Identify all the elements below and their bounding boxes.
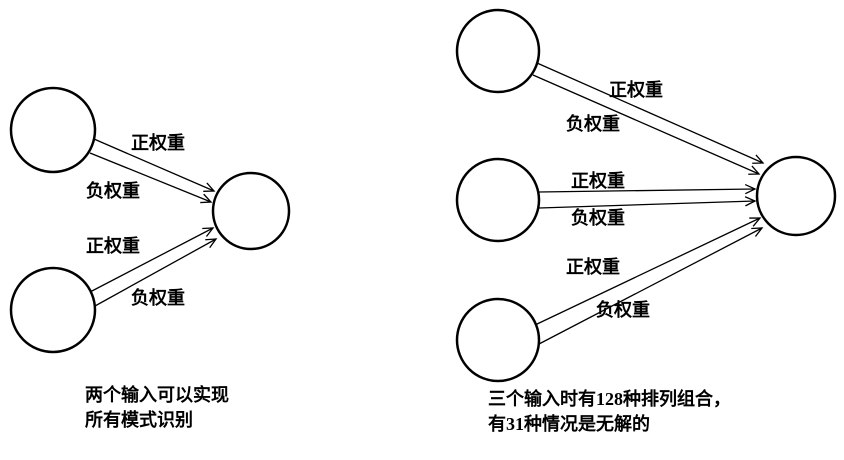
left-output-node <box>211 171 291 251</box>
right-edge-negative-1 <box>532 74 761 175</box>
left-edge-label-negative-2: 负权重 <box>131 287 185 308</box>
right-caption-line1: 三个输入时有128种排列组合， <box>488 388 731 409</box>
left-edge-positive-1 <box>93 138 216 192</box>
right-edge-positive-2 <box>538 183 757 195</box>
right-diagram: 正权重 负权重 正权重 负权重 正权重 负权重 三个输入时有128种排列组合， … <box>455 8 837 434</box>
left-caption-line2: 所有模式识别 <box>85 409 193 430</box>
right-edge-positive-3 <box>534 217 762 326</box>
right-input-node-3 <box>455 297 541 383</box>
right-edge-label-positive-2: 正权重 <box>571 170 625 191</box>
left-input-node-1 <box>9 86 97 174</box>
right-input-node-2 <box>455 157 541 243</box>
left-edge-label-positive-1: 正权重 <box>131 132 185 153</box>
left-caption-line1: 两个输入可以实现 <box>85 384 229 405</box>
left-edge-negative-1 <box>89 152 213 204</box>
right-output-node <box>755 155 837 237</box>
left-edge-negative-2 <box>94 238 218 307</box>
right-edge-label-positive-1: 正权重 <box>609 79 663 100</box>
left-edge-positive-2 <box>89 227 215 293</box>
right-edge-label-positive-3: 正权重 <box>566 256 620 277</box>
left-input-node-2 <box>9 266 97 354</box>
right-edge-label-negative-3: 负权重 <box>596 299 650 320</box>
right-input-node-1 <box>455 8 541 94</box>
right-edge-label-negative-1: 负权重 <box>566 113 620 134</box>
right-caption-line2: 有31种情况是无解的 <box>488 413 650 434</box>
left-diagram: 正权重 负权重 正权重 负权重 两个输入可以实现 所有模式识别 <box>9 86 291 430</box>
right-edge-negative-3 <box>538 227 764 345</box>
right-edge-negative-2 <box>538 196 757 209</box>
left-edge-label-positive-2: 正权重 <box>86 235 140 256</box>
right-edge-label-negative-2: 负权重 <box>571 207 625 228</box>
right-edge-positive-1 <box>536 62 765 164</box>
left-edge-label-negative-1: 负权重 <box>86 180 140 201</box>
